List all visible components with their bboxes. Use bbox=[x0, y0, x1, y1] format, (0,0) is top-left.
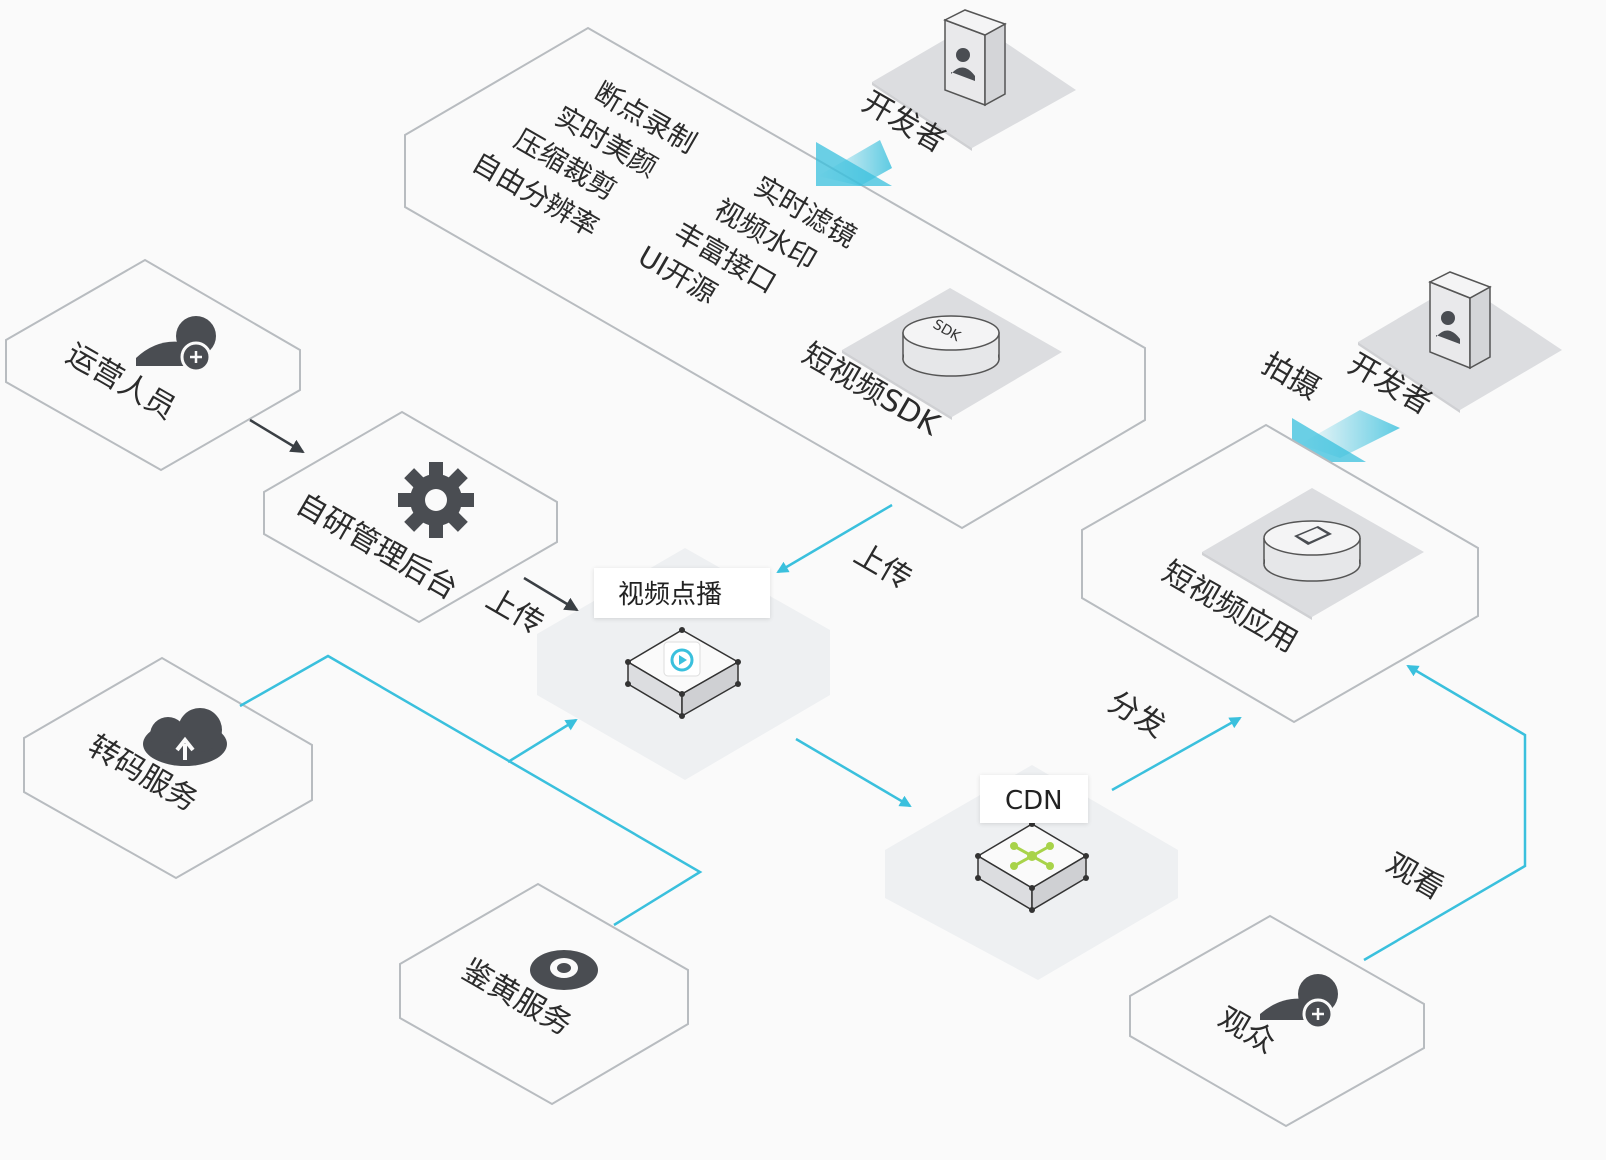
gear-icon bbox=[398, 462, 474, 538]
transcode-hexagon bbox=[23, 656, 313, 880]
transcode-to-review-connector bbox=[239, 654, 703, 927]
developer-top-node: 开发者 bbox=[856, 9, 1076, 160]
edge-label-shoot: 拍摄 bbox=[1256, 347, 1325, 407]
content-review-node: 鉴黄服务 bbox=[399, 882, 689, 1106]
short-video-app-node: 短视频应用 bbox=[1081, 423, 1479, 724]
viewer-to-app-arrow bbox=[1363, 664, 1527, 962]
cdn-label-box bbox=[980, 775, 1088, 823]
services-to-vod-arrow bbox=[507, 718, 578, 764]
cdn-to-app-arrow bbox=[1111, 716, 1242, 792]
developer-right-icon bbox=[1428, 271, 1492, 370]
video-sync-icon bbox=[663, 641, 701, 677]
transcode-node: 转码服务 bbox=[23, 656, 313, 880]
cdn-label: CDN bbox=[1005, 786, 1063, 816]
mobile-phone-icon bbox=[1294, 526, 1332, 545]
cdn-box bbox=[975, 821, 1089, 913]
content-review-hexagon bbox=[399, 882, 689, 1106]
developer-right-beam bbox=[1300, 410, 1400, 458]
cdn-node: CDN bbox=[885, 765, 1178, 980]
developer-top-icon bbox=[943, 9, 1007, 107]
developer-right-node: 开发者 bbox=[1342, 271, 1562, 422]
sdk-to-vod-arrow bbox=[776, 503, 893, 574]
vod-label-box bbox=[594, 568, 770, 618]
disc-icon bbox=[530, 950, 598, 990]
app-disc-icon bbox=[1263, 520, 1361, 582]
edge-label-upload-sdk: 上传 bbox=[848, 537, 917, 597]
operator-user-icon bbox=[136, 316, 216, 373]
viewer-node: 观众 bbox=[1129, 914, 1425, 1128]
edge-label-watch: 观看 bbox=[1380, 847, 1449, 907]
viewer-hexagon bbox=[1129, 914, 1425, 1128]
edge-label-distribute: 分发 bbox=[1102, 685, 1171, 745]
viewer-user-icon bbox=[1260, 974, 1338, 1030]
sdk-disc-icon: SDK bbox=[902, 315, 1000, 377]
vod-label: 视频点播 bbox=[618, 580, 722, 610]
operator-node: 运营人员 bbox=[5, 258, 301, 472]
operator-to-admin-arrow bbox=[249, 418, 305, 454]
cloud-upload-icon bbox=[143, 708, 227, 766]
admin-node: 自研管理后台 bbox=[263, 410, 558, 624]
network-icon bbox=[1010, 842, 1054, 870]
vod-box bbox=[625, 627, 741, 719]
vod-to-cdn-arrow bbox=[795, 737, 912, 808]
vod-node: 视频点播 bbox=[537, 548, 830, 780]
admin-to-vod-arrow bbox=[523, 576, 579, 612]
